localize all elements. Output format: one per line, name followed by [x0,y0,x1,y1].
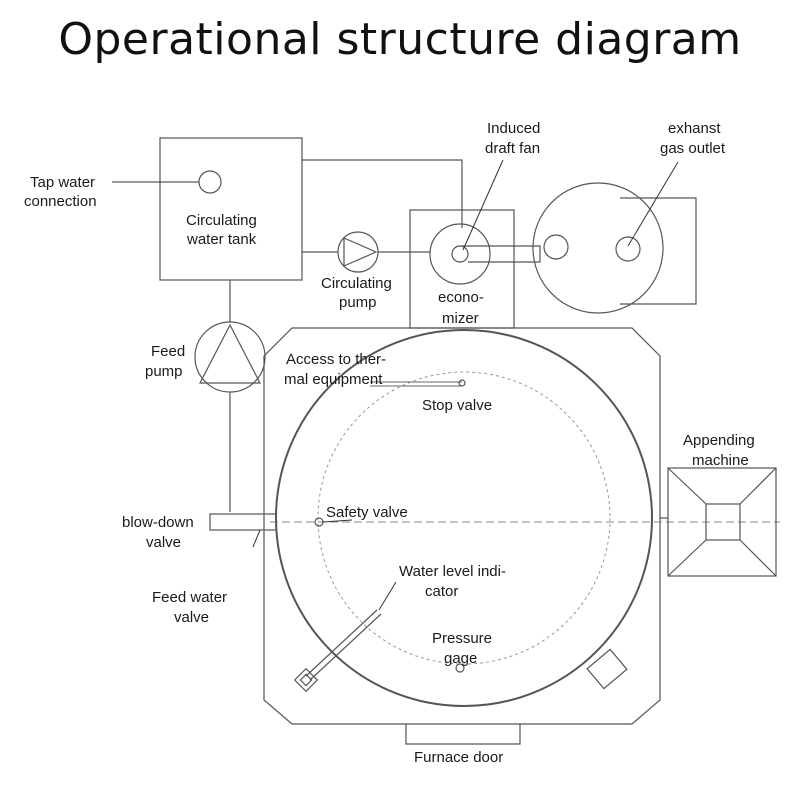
economizer-label-2: mizer [442,310,479,327]
lower-right-housing [586,648,628,690]
induced-fan-label-1: Induced [487,120,540,137]
pressure-gage-label-2: gage [444,650,477,667]
access-label-1: Access to ther- [286,351,386,368]
tank-label-2: water tank [186,231,257,248]
boiler-body [263,327,661,725]
tap-water-label-2: connection [24,193,97,210]
circulating-water-tank [159,137,303,281]
blow-down-label-1: blow-down [122,514,194,531]
induced-fan-label-2: draft fan [485,140,540,157]
feed-water-label-1: Feed water [152,589,227,606]
feed-pump-label-1: Feed [151,343,185,360]
appending-machine [660,467,777,577]
tank-label-1: Circulating [186,212,257,229]
pressure-gage [455,663,465,673]
page-title: Operational structure diagram [58,14,742,65]
safety-valve-label: Safety valve [326,504,408,521]
blow-down-valve [209,513,277,531]
exhaust-label-2: gas outlet [660,140,726,157]
furnace-door-label: Furnace door [414,749,503,766]
stop-valve-label: Stop valve [422,397,492,414]
appending-label-1: Appending [683,432,755,449]
water-level-indicator [293,609,382,693]
feed-pump [194,321,266,393]
feed-water-label-2: valve [174,609,209,626]
circulating-pump [337,231,379,273]
water-level-label-1: Water level indi- [399,563,506,580]
blow-down-label-2: valve [146,534,181,551]
tap-water-label-1: Tap water [30,174,95,191]
induced-draft-fan [429,223,569,285]
water-level-label-2: cator [425,583,458,600]
appending-label-2: machine [692,452,749,469]
circ-pump-label-1: Circulating [321,275,392,292]
exhaust-gas-outlet [532,182,697,314]
circ-pump-label-2: pump [339,294,377,311]
pressure-gage-label-1: Pressure [432,630,492,647]
stop-valve [458,379,466,387]
economizer-label-1: econo- [438,289,484,306]
tap-water-inlet [198,170,222,194]
exhaust-label-1: exhanst [668,120,721,137]
feed-pump-label-2: pump [145,363,183,380]
access-label-2: mal equipment [284,371,383,388]
